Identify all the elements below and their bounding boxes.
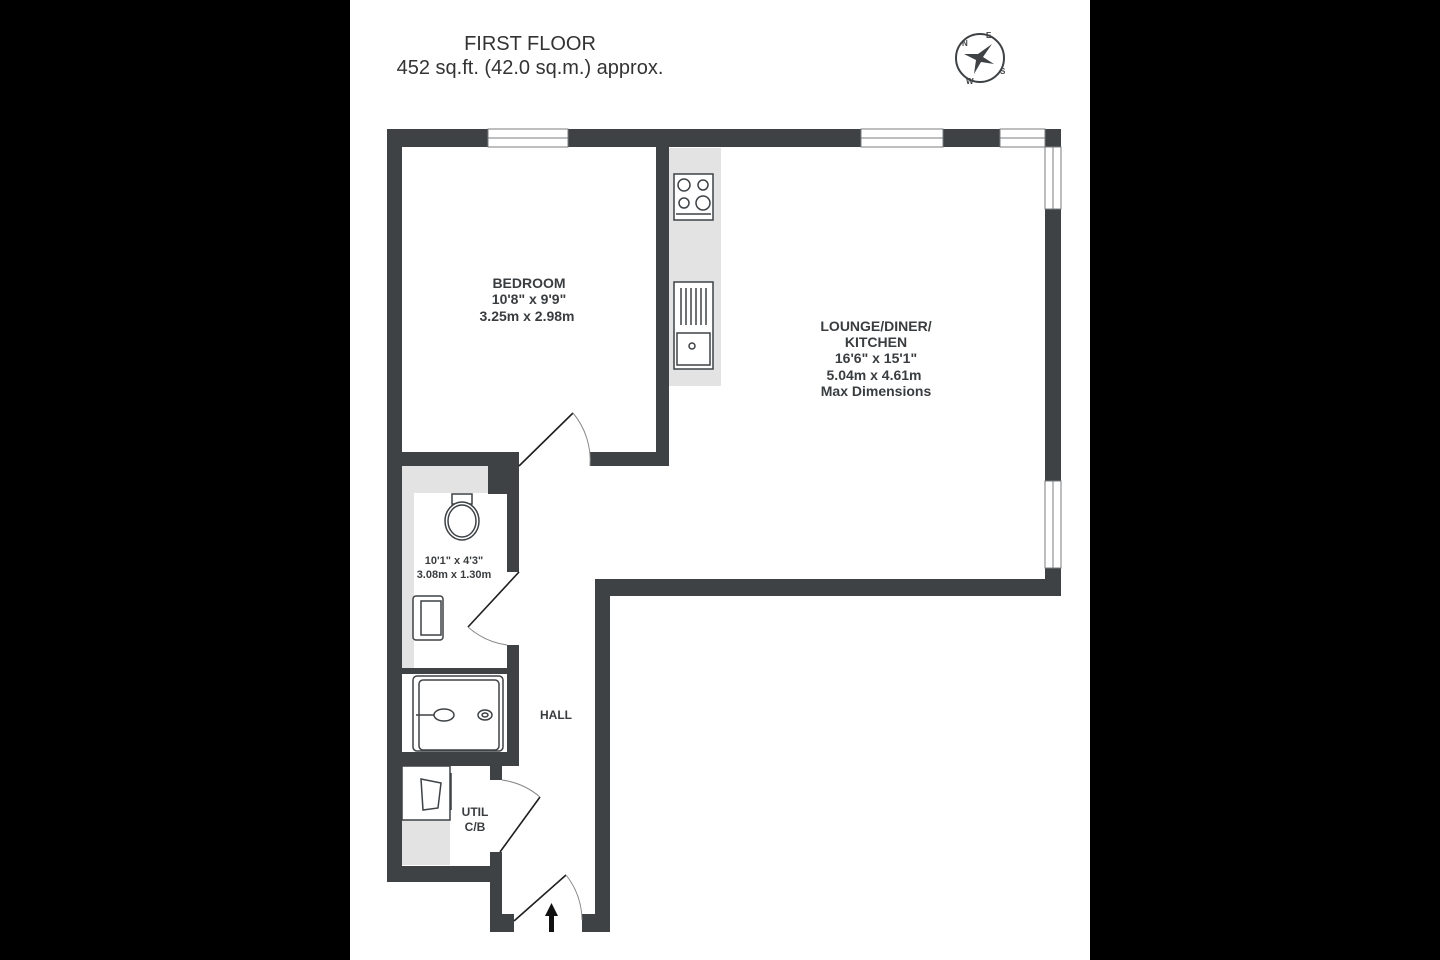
compass-west: W [966, 77, 974, 86]
util-cupboard-floor [402, 820, 450, 865]
boiler-icon [401, 765, 452, 821]
floor-area: 452 sq.ft. (42.0 sq.m.) approx. [396, 57, 664, 79]
bedroom-name: BEDROOM [492, 275, 565, 291]
util-name-2: C/B [465, 820, 486, 834]
basin-icon [412, 595, 444, 641]
shower-tray-icon [412, 675, 504, 752]
util-door [499, 796, 541, 853]
lounge-note: Max Dimensions [821, 383, 932, 399]
floor-name: FIRST FLOOR [464, 33, 596, 55]
bathroom-metric: 3.08m x 1.30m [417, 569, 492, 581]
entrance-door [513, 874, 567, 922]
util-name: UTIL [462, 805, 489, 819]
doors [467, 412, 591, 922]
lounge-metric: 5.04m x 4.61m [827, 367, 922, 383]
hob-icon [673, 173, 714, 221]
compass-icon: N E S W [955, 31, 1006, 86]
bedroom-door [518, 412, 574, 467]
compass-north: N [962, 39, 968, 48]
bathroom-imperial: 10'1" x 4'3" [425, 555, 483, 567]
floor-plan-sheet: FIRST FLOOR 452 sq.ft. (42.0 sq.m.) appr… [350, 0, 1090, 960]
bathroom-counter [402, 465, 488, 493]
floor-title: FIRST FLOOR 452 sq.ft. (42.0 sq.m.) appr… [350, 32, 710, 80]
lounge-name-2: KITCHEN [845, 334, 907, 350]
windows [487, 128, 1062, 569]
bedroom-imperial: 10'8" x 9'9" [492, 291, 566, 307]
compass-east: E [986, 31, 992, 40]
hall-name: HALL [540, 708, 572, 722]
bathroom-strip [402, 465, 414, 670]
bathroom-door [467, 571, 520, 628]
lounge-name: LOUNGE/DINER/ [820, 318, 931, 334]
entrance-arrow-icon [545, 903, 558, 932]
compass-south: S [1000, 67, 1006, 76]
floor-plan: BEDROOM 10'8" x 9'9" 3.25m x 2.98m LOUNG… [387, 128, 1062, 932]
lounge-imperial: 16'6" x 15'1" [835, 350, 917, 366]
kitchen-sink-icon [673, 281, 714, 370]
toilet-icon [444, 493, 480, 541]
bedroom-metric: 3.25m x 2.98m [480, 308, 575, 324]
